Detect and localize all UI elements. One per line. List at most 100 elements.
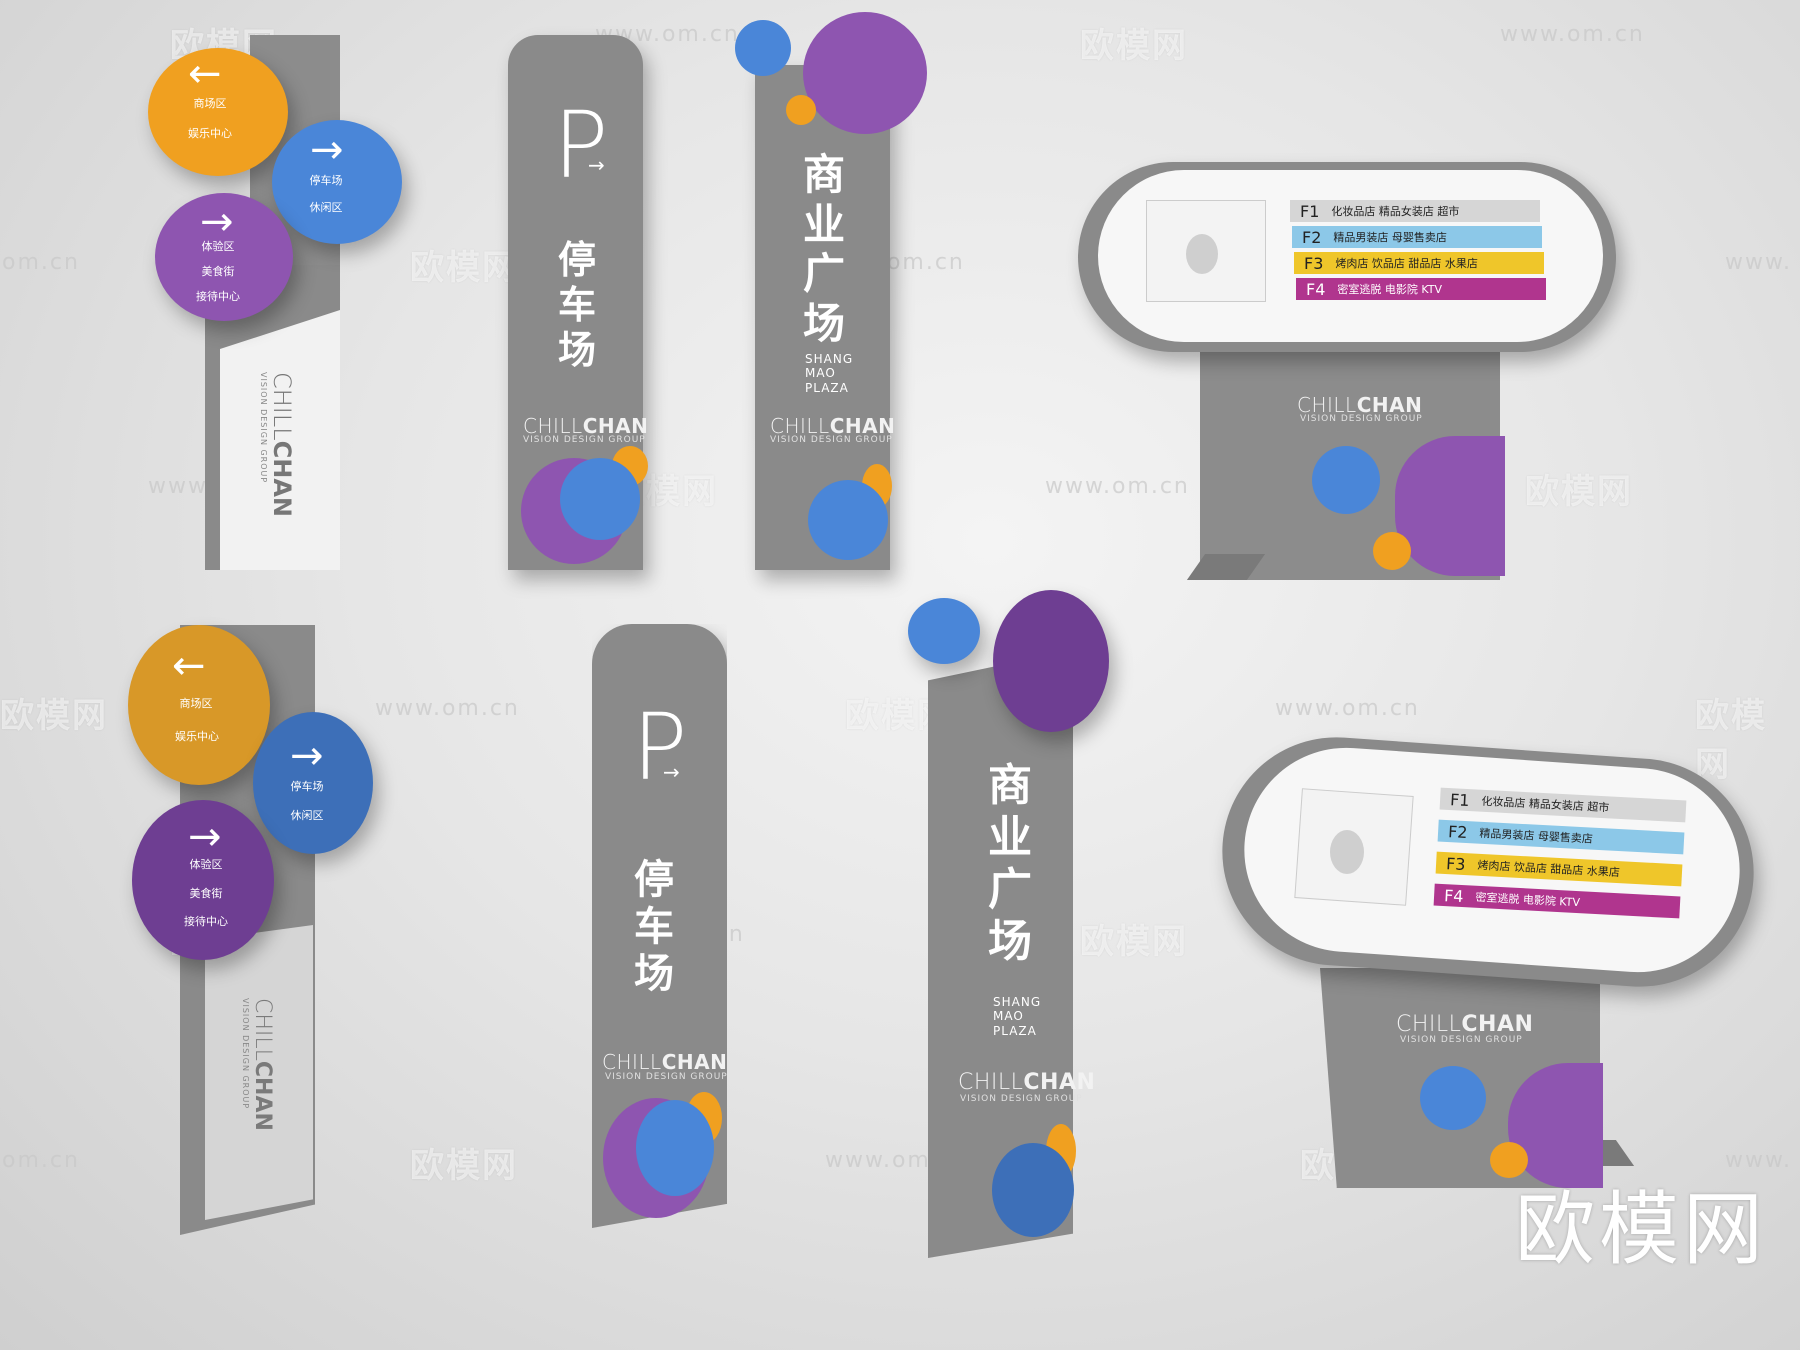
circle-label: 停车场 [309, 174, 343, 187]
orange-circle [148, 48, 288, 176]
brand-logo: CHILLCHAN [1297, 393, 1422, 417]
brand-name-light: CHILL [958, 1070, 1024, 1095]
purple-circle [993, 590, 1109, 732]
english-line: SHANG [805, 352, 854, 366]
orange-circle [1373, 532, 1411, 570]
brand-name-bold: CHAN [250, 1060, 275, 1131]
circle-label: 休闲区 [290, 809, 324, 822]
brand-name-bold: CHAN [1461, 1012, 1534, 1037]
title-char: 业 [802, 199, 845, 249]
watermark-text: 欧模网 [410, 248, 518, 288]
brand-name-bold: CHAN [1023, 1070, 1096, 1095]
directional-sign-white-panel [205, 925, 313, 1220]
brand-tagline: VISION DESIGN GROUP [960, 1094, 1083, 1104]
purple-circle [132, 800, 274, 960]
watermark-url: om.cn [2, 1148, 80, 1173]
circle-label: 美食街 [189, 887, 223, 900]
purple-circle [155, 193, 293, 321]
english-line: PLAZA [993, 1023, 1037, 1038]
watermark-text: 欧模网 [1080, 922, 1188, 962]
floor-shops: 化妆品店 精品女装店 超市 [1331, 205, 1460, 218]
sign-english-title: SHANG MAO PLAZA [993, 995, 1041, 1038]
floor-shops: 密室逃脱 电影院 KTV [1337, 283, 1442, 296]
brand-name-light: CHILL [268, 372, 296, 441]
brand-name-light: CHILL [250, 998, 275, 1061]
brand-tagline: VISION DESIGN GROUP [605, 1072, 728, 1082]
map-shape [1186, 234, 1218, 274]
arrow-right-icon: → [310, 127, 344, 173]
floor-label: F3 [1304, 253, 1324, 273]
brand-tagline: VISION DESIGN GROUP [523, 435, 646, 445]
brand-tagline: VISION DESIGN GROUP [241, 998, 250, 1110]
title-char: 场 [634, 951, 674, 998]
circle-label: 体验区 [189, 858, 223, 871]
brand-name-light: CHILL [1396, 1012, 1462, 1037]
watermark-text: 欧模网 [0, 696, 108, 736]
corner-watermark: 欧模网 [1515, 1183, 1767, 1276]
brand-name-light: CHILL [523, 414, 583, 438]
brand-logo: CHILLCHAN [958, 1070, 1095, 1095]
title-char: 商 [988, 760, 1032, 811]
circle-label: 体验区 [201, 240, 235, 253]
blue-circle [560, 458, 640, 540]
title-char: 停 [634, 857, 674, 903]
circle-label: 休闲区 [309, 201, 343, 214]
parking-letter: P [632, 694, 688, 801]
watermark-url: www. [1725, 250, 1792, 275]
brand-name-bold: CHAN [268, 440, 296, 517]
orange-circle [1490, 1142, 1528, 1178]
purple-circle [1395, 436, 1505, 576]
circle-label: 接待中心 [184, 915, 228, 928]
circle-label: 接待中心 [196, 290, 240, 303]
floor-label: F4 [1306, 279, 1326, 299]
brand-name-light: CHILL [602, 1050, 662, 1074]
watermark-text: 欧模网 [410, 1146, 518, 1186]
brand-tagline: VISION DESIGN GROUP [259, 372, 268, 484]
circle-label: 商场区 [193, 97, 227, 110]
arrow-right-icon: → [588, 153, 605, 177]
floor-shops: 烤肉店 饮品店 甜品店 水果店 [1477, 858, 1621, 880]
orange-circle [786, 95, 816, 125]
arrow-left-icon: ← [188, 51, 222, 97]
english-line: PLAZA [805, 380, 849, 395]
floor-label: F1 [1449, 789, 1471, 810]
directional-sign-white-panel [220, 310, 340, 570]
blue-circle [636, 1100, 714, 1196]
arrow-right-icon: → [663, 760, 680, 784]
floor-row: F4 密室逃脱 电影院 KTV [1296, 278, 1546, 300]
floor-shops: 精品男装店 母婴售卖店 [1479, 826, 1594, 846]
brand-logo: CHILLCHAN [523, 414, 648, 438]
arrow-right-icon: → [290, 733, 324, 779]
circle-label: 商场区 [179, 697, 213, 710]
floor-label: F2 [1302, 227, 1322, 247]
arrow-right-icon: → [200, 199, 234, 245]
blue-circle [992, 1143, 1074, 1237]
english-line: SHANG [993, 995, 1042, 1009]
blue-circle [272, 120, 402, 244]
brand-name-bold: CHAN [829, 414, 896, 438]
sign-title: 商 业 广 场 [985, 760, 1035, 968]
brand-tagline: VISION DESIGN GROUP [1300, 414, 1423, 424]
blue-circle [808, 480, 888, 560]
watermark-url: www.om.cn [1500, 22, 1645, 47]
blue-circle [735, 20, 791, 76]
floor-label: F3 [1445, 853, 1467, 874]
arrow-left-icon: ← [172, 643, 206, 689]
brand-name-bold: CHAN [582, 414, 649, 438]
title-char: 车 [634, 904, 674, 951]
arrow-right-icon: → [188, 814, 222, 860]
brand-logo: CHILLCHAN [602, 1050, 727, 1074]
watermark-url: www. [1725, 1148, 1792, 1173]
english-line: MAO [993, 1009, 1024, 1024]
sign-title: 停 车 场 [555, 238, 599, 372]
floor-shops: 化妆品店 精品女装店 超市 [1481, 794, 1610, 815]
title-char: 广 [988, 863, 1032, 915]
circle-label: 美食街 [201, 265, 235, 278]
parking-letter: P [553, 92, 609, 199]
title-char: 商 [802, 150, 845, 199]
brand-name-light: CHILL [770, 414, 830, 438]
orange-circle [128, 625, 270, 785]
blue-circle [908, 598, 980, 664]
